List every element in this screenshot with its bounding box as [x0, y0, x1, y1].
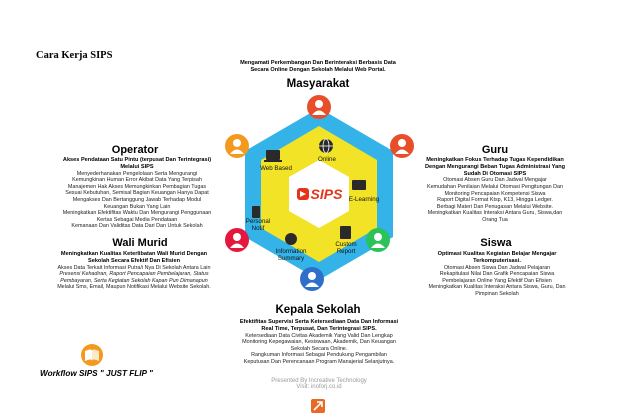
wali-murid-description: Meningkatkan Kualitas Keterlibatan Wali …: [36, 251, 232, 291]
siswa-line: Otomasi Absen Siswa Dan Jadwal Pelajaran: [443, 264, 551, 271]
wali-murid-line: Melalui Sms, Email, Maupun Notifikasi Me…: [57, 284, 211, 291]
node-web-based: Web Based: [260, 165, 292, 172]
siswa-line: Meningkatkan Kualitas Interaksi Antara S…: [428, 284, 566, 291]
siswa-title: Siswa: [480, 237, 512, 249]
siswa-line: Pembelajaran Online Yang Efektif Dan Efi…: [442, 277, 552, 284]
web-based-icon: [266, 150, 280, 160]
kepala-sekolah-line: Sekolah Secara Online.: [290, 345, 348, 352]
user-icon: [230, 139, 244, 154]
operator-lead-line: Melalui SIPS: [120, 163, 154, 170]
masyarakat-avatar: [307, 95, 331, 119]
operator-line: Mengakses Dan Bertanggung Jawab Terhadap…: [72, 196, 202, 203]
node-label-line: Information: [275, 248, 307, 255]
node-personal-notif: Personal Notif: [243, 218, 273, 232]
guru-line: Meningkatkan Kualitas Interaksi Antara G…: [427, 210, 563, 217]
operator-line: Kemungkinan Human Error Akibat Data Yang…: [72, 177, 202, 184]
student-icon: [371, 233, 385, 248]
operator-line: Sesuai Kebutuhan, Semisal Bagian Keuanga…: [65, 190, 209, 197]
operator-avatar: [225, 134, 249, 158]
guru-line: Otomasi Absen Guru Dan Jadwal Mengajar: [443, 177, 547, 184]
kepala-sekolah-line: Keputusan Dan Perencanaan Program Manaje…: [243, 358, 395, 365]
e-learning-icon: [352, 180, 366, 190]
siswa-line: Rekapitulasi Nilai Dan Grafik Pencapaian…: [439, 271, 555, 278]
teacher-icon: [395, 139, 409, 154]
siswa-lead-line: Optimasi Kualitas Kegiatan Belajar Menga…: [437, 251, 557, 257]
top-intro-line: Mengamati Perkembangan Dan Berinteraksi …: [240, 60, 396, 66]
kepala-sekolah-lead-line: Real Time, Terpusat, Dan Terintegrasi SI…: [261, 325, 377, 332]
node-custom-report: Custom Report: [330, 241, 362, 255]
guru-lead-line: Dengan Mengurangi Beban Tugas Administra…: [424, 163, 566, 170]
top-intro: Mengamati Perkembangan Dan Berinteraksi …: [220, 60, 416, 74]
kepala-sekolah-description: Efektifitas Supervisi Serta Ketersediaan…: [220, 319, 418, 366]
node-label-line: Notif: [251, 225, 265, 232]
guru-line: Monitoring Pencapaian Kompetensi Siswa: [444, 190, 546, 197]
siswa-description: Optimasi Kualitas Kegiatan Belajar Menga…: [400, 251, 594, 298]
wali-murid-line: Pembayaran, Serta Kegiatan Sekolah Kapan…: [60, 277, 208, 284]
operator-lead-line: Akses Pendataan Satu Pintu (terpusat Dan…: [62, 157, 212, 163]
node-information-summary: Information Summary: [268, 248, 314, 262]
kepala-sekolah-line: Rangkuman Informasi Sebagai Pendukung Pe…: [251, 352, 387, 359]
top-intro-line: Secara Online Dengan Sekolah Melalui Web…: [250, 66, 386, 73]
custom-report-icon: [340, 226, 351, 239]
principal-icon: [305, 272, 319, 287]
operator-description: Akses Pendataan Satu Pintu (terpusat Dan…: [46, 157, 228, 230]
masyarakat-title: Masyarakat: [286, 78, 350, 90]
guru-line: Raport Digital Format Ktsp, K13, Hingga …: [437, 197, 553, 204]
operator-line: Manajemen Hak Akses Memungkinkan Pembagi…: [67, 183, 207, 190]
guru-avatar: [390, 134, 414, 158]
kepala-sekolah-line: Ketersediaan Data Civitas Akademik Yang …: [245, 332, 393, 339]
page-heading: Cara Kerja SIPS: [36, 50, 113, 61]
siswa-lead-line: Terkomputerisasi.: [473, 257, 521, 264]
wali-murid-lead-line: Sekolah Secara Efektif Dan Efisien: [87, 257, 181, 264]
sips-logo: SIPS: [294, 182, 344, 206]
node-label-line: Report: [336, 248, 356, 255]
footer-visit: Visit: inoforj.co.id: [296, 384, 342, 390]
wali-murid-line: Presensi Kehadiran, Raport Pencapaian Pe…: [59, 271, 209, 278]
arrow-icon: [313, 401, 323, 411]
guru-line: Orang Tua: [482, 216, 508, 223]
brand-logo-icon: [311, 399, 325, 413]
book-icon: [81, 344, 103, 366]
guru-lead-line: Meningkatkan Fokus Terhadap Tugas Kepend…: [426, 157, 564, 163]
operator-line: Menyederhanakan Pengelolaan Serta Mengur…: [76, 170, 198, 177]
guru-title: Guru: [481, 144, 509, 156]
footer-presented-by: Presented By Increative Technology: [271, 378, 367, 384]
node-label-line: Summary: [277, 255, 305, 262]
operator-line: Kertas Sebagai Media Pendataan: [96, 216, 178, 223]
guru-description: Meningkatkan Fokus Terhadap Tugas Kepend…: [402, 157, 588, 224]
operator-title: Operator: [111, 144, 159, 156]
parent-icon: [230, 233, 244, 248]
siswa-line: Pimpinan Sekolah: [475, 290, 519, 297]
hex-core-white: [289, 160, 349, 228]
guru-lead-line: Sudah Di Otomasi SIPS: [463, 170, 527, 177]
node-label-line: Personal: [245, 218, 271, 225]
node-online: Online: [318, 156, 336, 163]
kepala-sekolah-lead-line: Efektifitas Supervisi Serta Ketersediaan…: [239, 319, 399, 325]
operator-line: Keuangan Bukan Yang Lain: [103, 203, 171, 210]
siswa-avatar: [366, 228, 390, 252]
wali-murid-lead-line: Meningkatkan Kualitas Keterlibatan Wali …: [60, 251, 208, 257]
kepala-sekolah-title: Kepala Sekolah: [275, 304, 361, 316]
sips-logo-text: SIPS: [310, 186, 343, 202]
workflow-badge: Workflow SIPS " JUST FLIP ": [40, 343, 170, 378]
operator-line: Kemanaan Dan Validitas Data Dari Dan Unt…: [71, 223, 203, 230]
personal-notif-icon: [252, 206, 260, 218]
workflow-label: Workflow SIPS " JUST FLIP ": [40, 369, 153, 378]
node-label-line: Custom: [335, 241, 357, 248]
footer: Presented By Increative Technology Visit…: [240, 378, 398, 390]
wali-murid-title: Wali Murid: [112, 237, 168, 249]
guru-line: Berbagi Materi Dan Penugasan Melalui Web…: [436, 203, 554, 210]
wali-murid-line: Akses Data Terkait Informasi Putra/i Nya…: [57, 264, 211, 271]
operator-line: Meningkatkan Efektifitas Waktu Dan Mengu…: [62, 210, 212, 217]
people-icon: [312, 100, 326, 115]
node-e-learning: E-Learning: [348, 196, 380, 203]
information-summary-icon: [285, 233, 297, 245]
sips-logo-icon: [296, 188, 309, 200]
wali-murid-avatar: [225, 228, 249, 252]
kepala-sekolah-avatar: [300, 267, 324, 291]
guru-line: Kemudahan Penilaian Melalui Otomasi Peng…: [426, 183, 564, 190]
kepala-sekolah-line: Monitoring Kepegawaian, Kesiswaan, Akade…: [242, 339, 396, 346]
